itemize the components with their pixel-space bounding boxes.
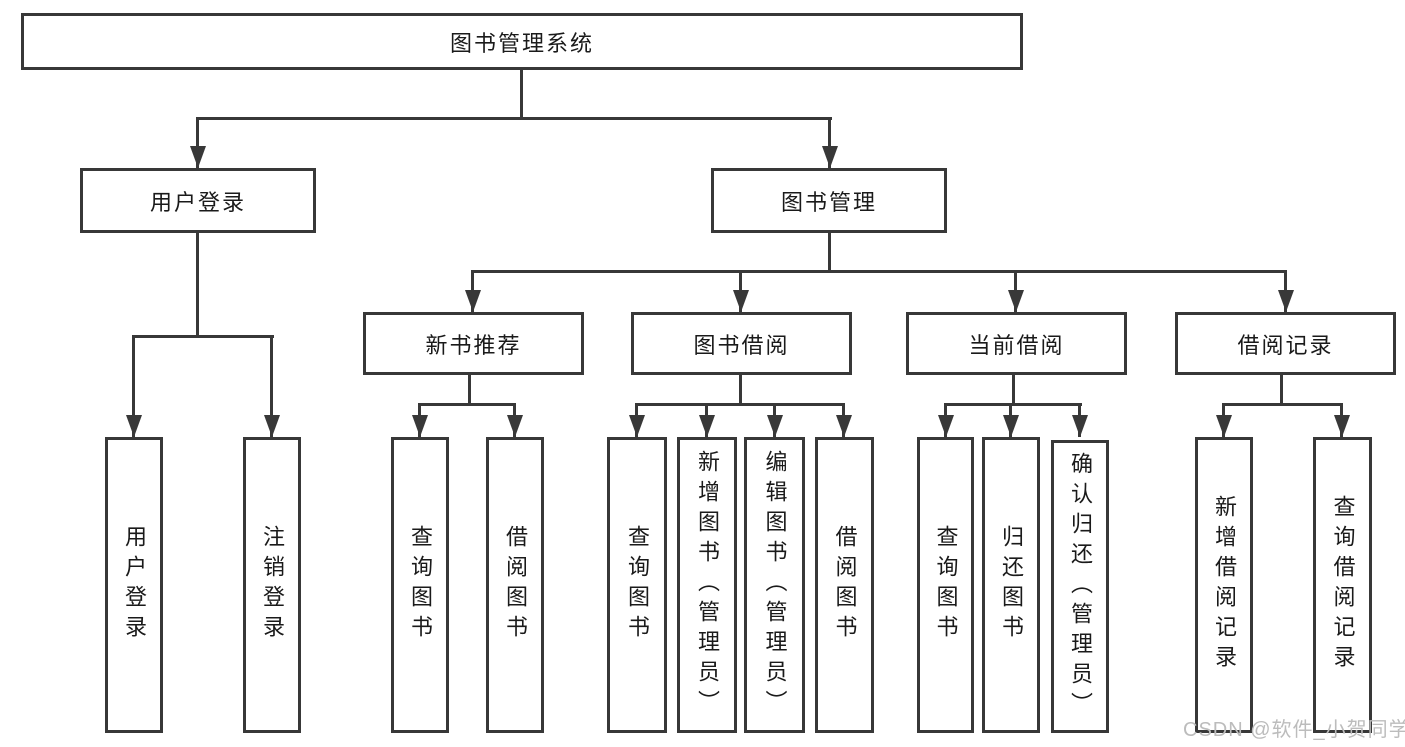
leaf-edit-books-admin: 编辑图书（管理员） bbox=[744, 437, 805, 733]
connector-borrowing-vline bbox=[739, 375, 742, 406]
connector-stem-login-leaf bbox=[132, 338, 135, 437]
arrowhead-new-book bbox=[465, 290, 481, 312]
connector-stem-logout-leaf bbox=[270, 338, 273, 437]
arrowhead-return-book bbox=[1003, 415, 1019, 437]
leaf-borrowing-query-books-label: 查询图书 bbox=[625, 525, 650, 645]
node-current-borrowing-label: 当前借阅 bbox=[968, 332, 1065, 358]
connector-records-vline bbox=[1280, 375, 1283, 406]
connector-root-vline bbox=[520, 70, 523, 117]
leaf-recommend-query-books: 查询图书 bbox=[391, 437, 449, 733]
leaf-confirm-return-admin: 确认归还（管理员） bbox=[1051, 440, 1109, 733]
leaf-user-login-label: 用户登录 bbox=[122, 525, 147, 645]
node-book-borrowing-label: 图书借阅 bbox=[693, 332, 790, 358]
leaf-current-query-books: 查询图书 bbox=[917, 437, 974, 733]
connector-recommend-vline bbox=[468, 375, 471, 406]
arrowhead-borrowing-borrow bbox=[836, 415, 852, 437]
leaf-borrowing-query-books: 查询图书 bbox=[607, 437, 667, 733]
connector-userlogin-vline bbox=[196, 233, 199, 338]
node-book-management: 图书管理 bbox=[711, 168, 947, 233]
arrowhead-add-record bbox=[1216, 415, 1232, 437]
arrowhead-book-mgmt bbox=[822, 146, 838, 168]
arrowhead-current-query bbox=[938, 415, 954, 437]
node-book-borrowing: 图书借阅 bbox=[631, 312, 852, 375]
arrowhead-book-borrow bbox=[733, 290, 749, 312]
node-borrowing-records-label: 借阅记录 bbox=[1237, 332, 1334, 358]
connector-records-hline bbox=[1222, 403, 1343, 406]
connector-bookmgmt-vline bbox=[828, 233, 831, 273]
arrowhead-add-book bbox=[699, 415, 715, 437]
connector-stem-user-login bbox=[196, 120, 199, 168]
node-root-label: 图书管理系统 bbox=[449, 30, 594, 56]
node-book-management-label: 图书管理 bbox=[780, 189, 877, 215]
connector-current-vline bbox=[1012, 375, 1015, 406]
arrowhead-logout-leaf bbox=[264, 415, 280, 437]
arrowhead-query-record bbox=[1334, 415, 1350, 437]
leaf-confirm-return-admin-label: 确认归还（管理员） bbox=[1068, 451, 1093, 722]
connector-stem-book-mgmt bbox=[828, 120, 831, 168]
leaf-borrowing-borrow-books: 借阅图书 bbox=[815, 437, 874, 733]
arrowhead-login-leaf bbox=[126, 415, 142, 437]
arrowhead-user-login bbox=[190, 146, 206, 168]
leaf-recommend-query-books-label: 查询图书 bbox=[408, 525, 433, 645]
arrowhead-current-borrow bbox=[1008, 290, 1024, 312]
connector-current-hline bbox=[944, 403, 1082, 406]
arrowhead-borrowing-query bbox=[629, 415, 645, 437]
node-user-login: 用户登录 bbox=[80, 168, 316, 233]
leaf-add-borrow-record: 新增借阅记录 bbox=[1195, 437, 1253, 733]
leaf-add-books-admin-label: 新增图书（管理员） bbox=[695, 450, 720, 720]
leaf-borrowing-borrow-books-label: 借阅图书 bbox=[832, 525, 858, 645]
leaf-edit-books-admin-label: 编辑图书（管理员） bbox=[762, 450, 788, 720]
leaf-user-login: 用户登录 bbox=[105, 437, 163, 733]
arrowhead-confirm-return bbox=[1072, 415, 1088, 437]
leaf-return-books-label: 归还图书 bbox=[999, 525, 1024, 645]
connector-root-hline bbox=[196, 117, 832, 120]
arrowhead-edit-book bbox=[767, 415, 783, 437]
leaf-current-query-books-label: 查询图书 bbox=[933, 525, 959, 645]
leaf-return-books: 归还图书 bbox=[982, 437, 1040, 733]
leaf-recommend-borrow-books-label: 借阅图书 bbox=[503, 525, 528, 645]
node-root: 图书管理系统 bbox=[21, 13, 1023, 70]
csdn-watermark: CSDN @软件_小贺同学 bbox=[1183, 719, 1405, 741]
arrowhead-recommend-borrow bbox=[507, 415, 523, 437]
leaf-logout-label: 注销登录 bbox=[260, 525, 285, 645]
arrowhead-borrow-records bbox=[1278, 290, 1294, 312]
leaf-add-books-admin: 新增图书（管理员） bbox=[677, 437, 737, 733]
connector-borrowing-hline bbox=[635, 403, 845, 406]
node-user-login-label: 用户登录 bbox=[149, 189, 246, 215]
node-borrowing-records: 借阅记录 bbox=[1175, 312, 1396, 375]
node-new-book-recommend: 新书推荐 bbox=[363, 312, 584, 375]
leaf-recommend-borrow-books: 借阅图书 bbox=[486, 437, 544, 733]
arrowhead-recommend-query bbox=[412, 415, 428, 437]
connector-recommend-hline bbox=[418, 403, 516, 406]
leaf-logout: 注销登录 bbox=[243, 437, 301, 733]
leaf-query-borrow-record: 查询借阅记录 bbox=[1313, 437, 1372, 733]
node-current-borrowing: 当前借阅 bbox=[906, 312, 1127, 375]
leaf-add-borrow-record-label: 新增借阅记录 bbox=[1212, 495, 1237, 675]
connector-userlogin-hline bbox=[132, 335, 274, 338]
connector-bookmgmt-hline bbox=[471, 270, 1287, 273]
node-new-book-recommend-label: 新书推荐 bbox=[425, 332, 522, 358]
leaf-query-borrow-record-label: 查询借阅记录 bbox=[1330, 495, 1356, 675]
